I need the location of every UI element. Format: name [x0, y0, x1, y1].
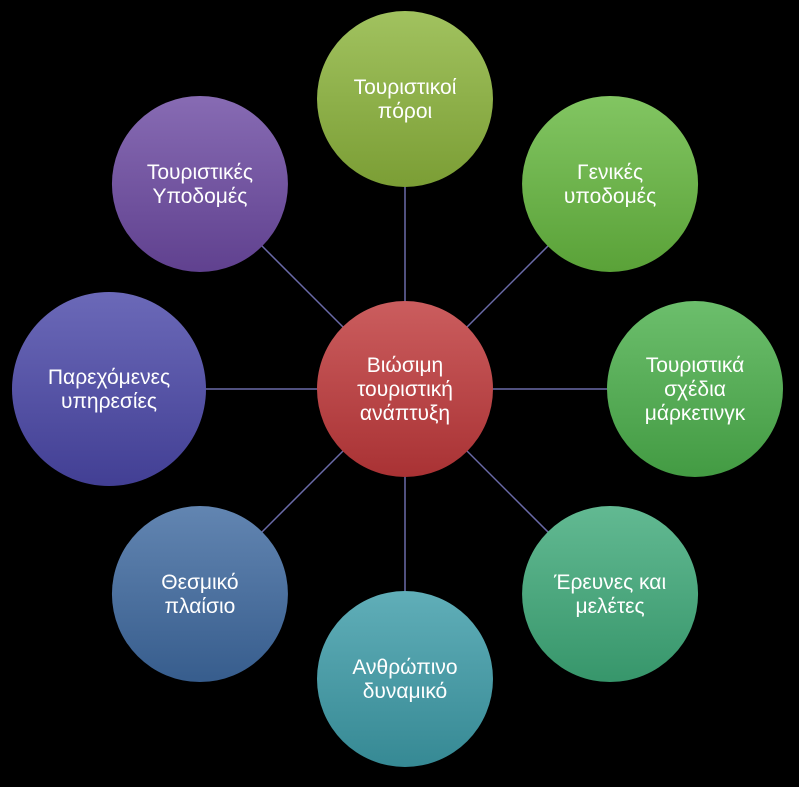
node-human-resources-label-line: Ανθρώπινο: [352, 656, 457, 679]
node-center-label-line: Βιώσιμη: [367, 354, 443, 377]
node-human-resources-circle: [317, 591, 493, 767]
node-tourist-resources-label-line: πόροι: [378, 100, 433, 123]
diagram-nodes: ΤουριστικοίπόροιΓενικέςυποδομέςΤουριστικ…: [12, 11, 783, 767]
node-institutional-framework-label-line: Θεσμικό: [161, 571, 238, 594]
node-general-infrastructure-label-line: Γενικές: [577, 161, 643, 184]
node-center-circle: [317, 301, 493, 477]
node-provided-services-label-line: υπηρεσίες: [61, 390, 157, 413]
node-research-studies-circle: [522, 506, 699, 683]
node-tourism-marketing-plans-label-line: Τουριστικά: [646, 354, 745, 377]
node-research-studies-label-line: Έρευνες και: [553, 571, 666, 594]
node-human-resources-label-line: δυναμικό: [363, 680, 448, 703]
node-tourist-resources-circle: [317, 11, 493, 187]
node-research-studies-label-line: μελέτες: [576, 595, 645, 618]
node-center-label-line: ανάπτυξη: [360, 402, 450, 425]
node-tourism-marketing-plans-label-line: σχέδια: [664, 378, 726, 401]
node-tourism-marketing-plans-label-line: μάρκετινγκ: [645, 402, 746, 425]
node-tourist-infrastructure-label-line: Τουριστικές: [147, 161, 253, 184]
node-institutional-framework-label-line: πλαίσιο: [165, 595, 236, 618]
node-tourism-marketing-plans-circle: [607, 301, 783, 477]
node-tourist-infrastructure-label-line: Υποδομές: [153, 185, 248, 208]
node-general-infrastructure-circle: [522, 95, 699, 272]
node-center-label-line: τουριστική: [357, 378, 453, 401]
node-provided-services-circle: [12, 292, 206, 486]
node-tourist-infrastructure-circle: [111, 95, 288, 272]
node-tourist-resources-label-line: Τουριστικοί: [354, 76, 457, 99]
node-general-infrastructure-label-line: υποδομές: [564, 185, 656, 208]
node-institutional-framework-circle: [111, 506, 288, 683]
node-provided-services-label-line: Παρεχόμενες: [48, 366, 170, 389]
